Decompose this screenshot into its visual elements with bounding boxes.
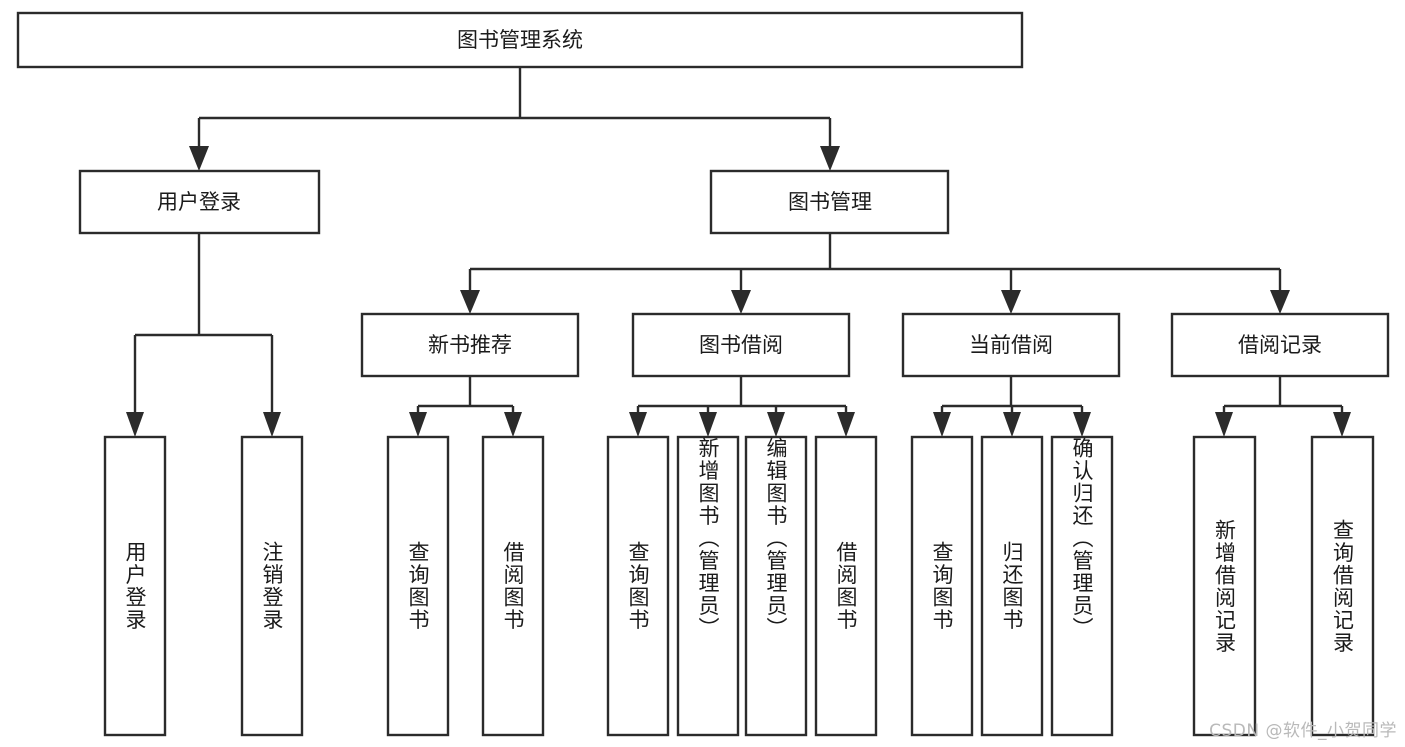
leaf-box-br-query-record[interactable] — [1310, 435, 1375, 737]
leaf-box-nb-borrow-book[interactable] — [481, 435, 545, 737]
arrow-head-new-book — [460, 290, 480, 314]
arrow-head-bb-edit-book — [767, 412, 785, 437]
node-layer: 图书管理系统 用户登录 图书管理 新书推荐 图书借阅 当前借阅 借阅记录 — [16, 11, 1390, 737]
leaf-box-bb-edit-book[interactable] — [744, 435, 808, 737]
leaf-box-cb-query-book[interactable] — [910, 435, 974, 737]
arrow-head-br-query-record — [1333, 412, 1351, 437]
leaf-box-logout[interactable] — [240, 435, 304, 737]
leaf-box-bb-add-book[interactable] — [676, 435, 740, 737]
arrow-head-borrow-book — [731, 290, 751, 314]
node-book-mgmt-label: 图书管理 — [788, 190, 872, 214]
arrow-head-cb-return-book — [1003, 412, 1021, 437]
arrow-head-br-add-record — [1215, 412, 1233, 437]
node-new-book-box[interactable] — [360, 312, 580, 378]
node-current-borrow-label: 当前借阅 — [969, 333, 1053, 357]
node-root-label: 图书管理系统 — [457, 28, 583, 52]
node-borrow-record-box[interactable] — [1170, 312, 1390, 378]
arrow-head-leaf-logout — [263, 412, 281, 437]
leaf-box-bb-query-book[interactable] — [606, 435, 670, 737]
node-new-book-label: 新书推荐 — [428, 333, 512, 357]
node-current-borrow-box[interactable] — [901, 312, 1121, 378]
arrow-head-bb-query-book — [629, 412, 647, 437]
arrow-head-borrow-record — [1270, 290, 1290, 314]
arrow-head-book-mgmt — [820, 146, 840, 171]
node-borrow-record-label: 借阅记录 — [1238, 333, 1322, 357]
arrow-head-cb-confirm-return — [1073, 412, 1091, 437]
arrow-head-bb-borrow-book — [837, 412, 855, 437]
connector-layer — [126, 67, 1351, 437]
node-user-login-box[interactable] — [78, 169, 321, 235]
leaf-box-cb-return-book[interactable] — [980, 435, 1044, 737]
leaf-box-br-add-record[interactable] — [1192, 435, 1257, 737]
leaf-box-user-login[interactable] — [103, 435, 167, 737]
arrow-head-user-login — [189, 146, 209, 171]
node-user-login-label: 用户登录 — [157, 190, 241, 214]
node-book-mgmt-box[interactable] — [709, 169, 950, 235]
arrow-head-current-borrow — [1001, 290, 1021, 314]
leaf-box-cb-confirm-return[interactable] — [1050, 435, 1114, 737]
node-borrow-book-box[interactable] — [631, 312, 851, 378]
arrow-head-leaf-user-login — [126, 412, 144, 437]
arrow-head-bb-add-book — [699, 412, 717, 437]
arrow-head-nb-query-book — [409, 412, 427, 437]
arrow-head-cb-query-book — [933, 412, 951, 437]
node-borrow-book-label: 图书借阅 — [699, 333, 783, 357]
arrow-head-nb-borrow-book — [504, 412, 522, 437]
node-root-box[interactable] — [16, 11, 1024, 69]
leaf-box-bb-borrow-book[interactable] — [814, 435, 878, 737]
leaf-box-nb-query-book[interactable] — [386, 435, 450, 737]
